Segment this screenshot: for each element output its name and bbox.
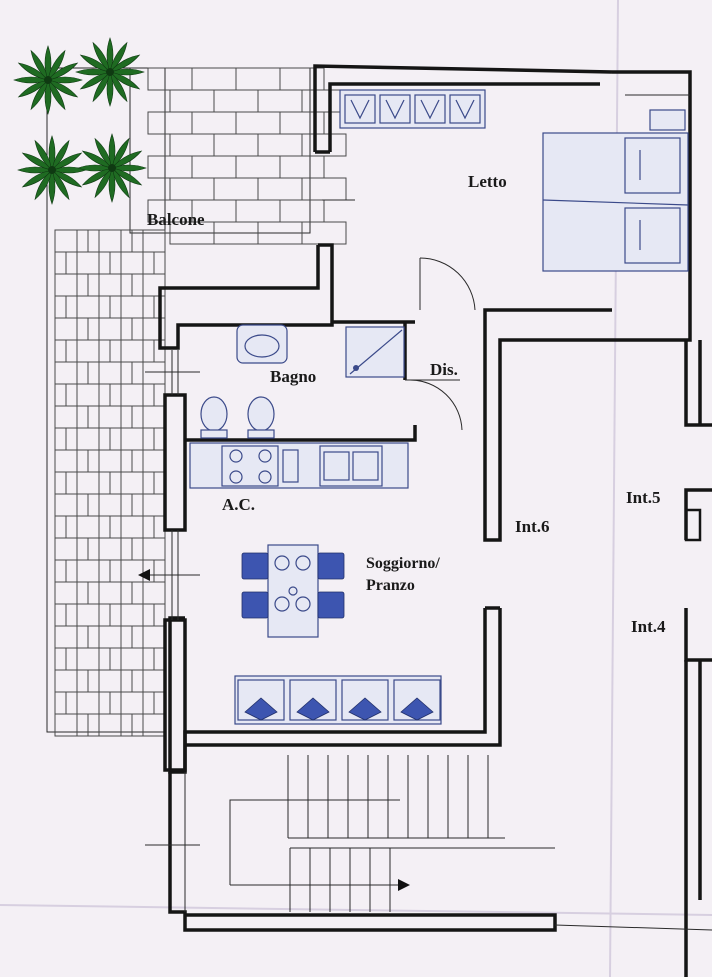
unit-label-int5: Int.5 — [626, 488, 660, 507]
unit-label-int4: Int.4 — [631, 617, 666, 636]
room-label-soggiorno: Soggiorno/ — [366, 555, 440, 572]
door-swings — [145, 199, 476, 846]
room-label-letto: Letto — [468, 172, 507, 191]
sofa-icon — [234, 675, 442, 725]
room-label-balcone: Balcone — [147, 210, 205, 229]
staircase-icon — [229, 755, 555, 912]
shower-tray-icon — [345, 326, 405, 378]
room-label-dis: Dis. — [430, 360, 458, 379]
toilet-icon — [247, 396, 275, 439]
wardrobe-icon — [339, 89, 486, 129]
room-label-bagno: Bagno — [270, 367, 316, 386]
washbasin-icon — [236, 324, 288, 364]
cooktop-icon — [221, 445, 299, 487]
balcony-paving — [46, 67, 347, 737]
dining-table-icon — [241, 544, 345, 638]
walls — [158, 64, 712, 977]
room-label-pranzo: Pranzo — [366, 577, 415, 594]
unit-label-int6: Int.6 — [515, 517, 549, 536]
double-bed-icon — [542, 109, 689, 272]
plant-icon — [13, 37, 147, 205]
direction-arrow-icon — [138, 569, 410, 891]
double-sink-icon — [319, 445, 383, 487]
bidet-icon — [200, 396, 228, 439]
room-label-ac: A.C. — [222, 495, 255, 514]
